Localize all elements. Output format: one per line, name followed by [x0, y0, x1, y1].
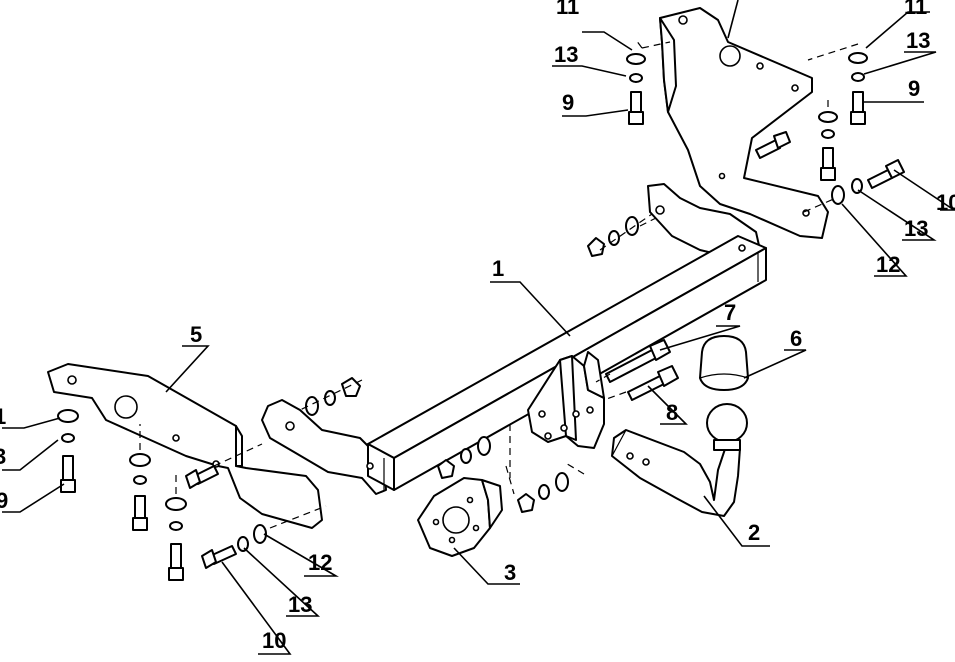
ball-cap: [699, 335, 749, 391]
callout-3-bottom: 3: [504, 560, 516, 585]
callout-9-top-right: 9: [908, 76, 920, 101]
callout-12-bottom: 12: [308, 550, 332, 575]
callout-9-left: 9: [0, 488, 8, 513]
right-mounting-bracket: [659, 7, 829, 239]
callout-8: 8: [666, 400, 678, 425]
ball-holder-plate: [527, 351, 605, 449]
fasteners: [57, 52, 905, 581]
callout-10-right: 10: [936, 190, 955, 215]
callout-5: 5: [190, 322, 202, 347]
callout-13-right: 13: [904, 216, 928, 241]
callout-10-bottom: 10: [262, 628, 286, 653]
callout-11-left: 11: [556, 0, 579, 19]
callout-13-top-left: 13: [554, 42, 578, 67]
callout-11-right: 11: [904, 0, 927, 19]
callout-3-left: 3: [0, 444, 6, 469]
callout-13-top-right: 13: [906, 28, 930, 53]
callout-1-left: 1: [0, 404, 6, 429]
assembly-lines: [139, 39, 859, 529]
callout-2: 2: [748, 520, 760, 545]
callout-9-right: 9: [562, 90, 574, 115]
callout-6: 6: [790, 326, 802, 351]
callout-7: 7: [724, 300, 736, 325]
main-crossbar: [261, 183, 767, 495]
left-mounting-bracket: [47, 363, 323, 529]
callout-12-right: 12: [876, 252, 900, 277]
socket-plate: [417, 477, 503, 557]
tow-ball-neck: [611, 403, 748, 517]
callout-13-bottom: 13: [288, 592, 312, 617]
callout-1: 1: [492, 256, 504, 281]
